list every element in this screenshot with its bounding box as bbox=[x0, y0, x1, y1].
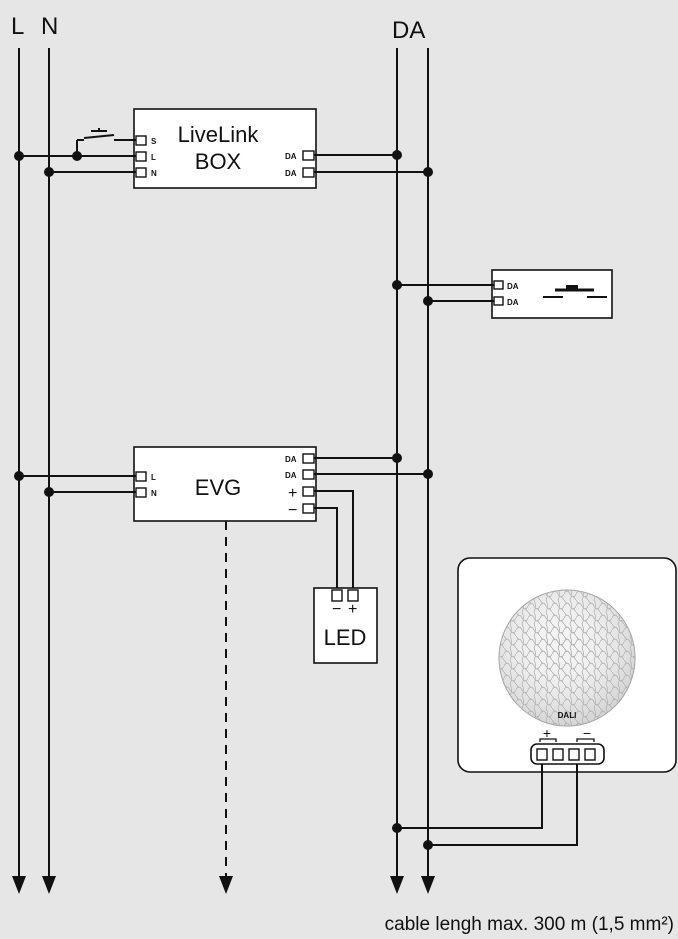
terminal-da-2 bbox=[302, 469, 315, 480]
terminal-label-da-2: DA bbox=[507, 298, 519, 307]
terminal-label-l: L bbox=[151, 473, 156, 482]
terminal-label-l: L bbox=[151, 153, 156, 162]
led-label-minus: − bbox=[332, 601, 341, 618]
terminal-label-da-1: DA bbox=[507, 282, 519, 291]
livelink-box-body bbox=[133, 108, 317, 189]
terminal-l bbox=[135, 471, 147, 482]
terminal-plus bbox=[302, 486, 315, 497]
switch-contact-icon bbox=[83, 134, 115, 139]
arrow-down-icon bbox=[219, 876, 233, 894]
terminal-da-1 bbox=[302, 150, 315, 161]
terminal-label-s: S bbox=[151, 137, 157, 146]
terminal-n bbox=[135, 487, 147, 498]
led-body bbox=[313, 587, 378, 664]
led-label-plus: + bbox=[348, 601, 357, 618]
terminal-da-1 bbox=[302, 453, 315, 464]
bus-label-l: L bbox=[11, 13, 24, 40]
terminal-minus bbox=[302, 503, 315, 514]
polarity-plus: + bbox=[543, 725, 551, 741]
cable-length-note: cable lengh max. 300 m (1,5 mm²) bbox=[385, 914, 674, 935]
evg-title: EVG bbox=[195, 475, 241, 500]
led-terminal-plus bbox=[347, 589, 359, 602]
arrow-down-icon bbox=[42, 876, 56, 894]
terminal-label-da-2: DA bbox=[285, 471, 297, 480]
terminal-label-minus: − bbox=[288, 502, 297, 519]
led-module: − + LED bbox=[313, 587, 378, 664]
livelink-box-title-1: LiveLink bbox=[178, 122, 260, 147]
push-button-body bbox=[491, 269, 613, 319]
terminal-n bbox=[135, 167, 147, 178]
push-button-wires bbox=[397, 284, 494, 302]
dali-label: DALI bbox=[558, 711, 577, 720]
polarity-minus: − bbox=[583, 725, 591, 741]
evg-wires bbox=[19, 457, 428, 876]
dali-sensor-wires bbox=[397, 764, 578, 846]
dali-sensor: DALI + − bbox=[457, 557, 677, 773]
terminal-label-da-1: DA bbox=[285, 152, 297, 161]
junction-dots bbox=[14, 150, 433, 850]
evg-body bbox=[133, 446, 317, 522]
terminal-label-n: N bbox=[151, 489, 157, 498]
led-title: LED bbox=[324, 625, 367, 650]
livelink-box-title-2: BOX bbox=[195, 149, 242, 174]
sensor-dome-shade bbox=[499, 590, 635, 726]
arrow-down-icon bbox=[390, 876, 404, 894]
bus-label-n: N bbox=[41, 13, 58, 40]
terminal-da-1 bbox=[493, 280, 504, 290]
terminal-da-2 bbox=[493, 296, 504, 306]
terminal-s bbox=[135, 135, 147, 146]
evg-ballast: EVG L N DA DA + − bbox=[133, 446, 317, 522]
livelink-box: LiveLink BOX S L N DA DA bbox=[133, 108, 317, 189]
terminal-label-da-1: DA bbox=[285, 455, 297, 464]
bus-arrows bbox=[12, 876, 435, 894]
terminal-da-2 bbox=[302, 167, 315, 178]
terminal-l bbox=[135, 151, 147, 162]
arrow-down-icon bbox=[421, 876, 435, 894]
terminal-label-da-2: DA bbox=[285, 169, 297, 178]
push-button-module: DA DA bbox=[491, 269, 613, 319]
bus-label-da: DA bbox=[392, 17, 425, 44]
arrow-down-icon bbox=[12, 876, 26, 894]
terminal-label-plus: + bbox=[288, 485, 297, 502]
terminal-label-n: N bbox=[151, 169, 157, 178]
led-terminal-minus bbox=[331, 589, 343, 602]
push-button-icon bbox=[543, 285, 607, 298]
